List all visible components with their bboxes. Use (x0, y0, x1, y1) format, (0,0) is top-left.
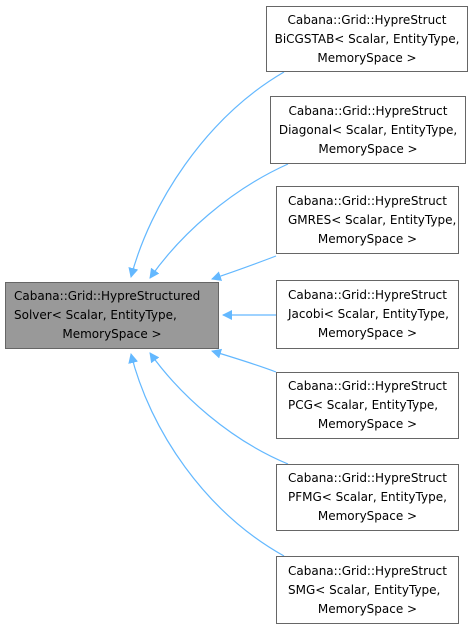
derived-class-line-2: PFMG< Scalar, EntityType, (288, 490, 447, 504)
derived-class-line-2: Jacobi< Scalar, EntityType, (288, 307, 449, 321)
edge-gmres (211, 255, 277, 281)
derived-class-line-2: BiCGSTAB< Scalar, EntityType, (274, 31, 460, 46)
base-class-line-2: Solver< Scalar, EntityType, (14, 308, 177, 322)
base-class-node[interactable]: Cabana::Grid::HypreStructured Solver< Sc… (5, 282, 219, 349)
derived-class-node-bicgstab[interactable]: Cabana::Grid::HypreStruct BiCGSTAB< Scal… (266, 6, 468, 72)
derived-class-node-pfmg[interactable]: Cabana::Grid::HypreStruct PFMG< Scalar, … (276, 464, 459, 531)
derived-class-line-2: Diagonal< Scalar, EntityType, (278, 122, 458, 137)
derived-class-line-1: Cabana::Grid::HypreStruct (288, 288, 447, 302)
edge-pcg (211, 348, 277, 373)
derived-class-node-jacobi[interactable]: Cabana::Grid::HypreStruct Jacobi< Scalar… (276, 280, 459, 349)
derived-class-line-1: Cabana::Grid::HypreStruct (288, 103, 448, 118)
base-class-line-1: Cabana::Grid::HypreStructured (14, 289, 201, 303)
edge-smg (128, 353, 285, 557)
derived-class-line-1: Cabana::Grid::HypreStruct (288, 193, 447, 208)
derived-class-node-smg[interactable]: Cabana::Grid::HypreStruct SMG< Scalar, E… (276, 556, 459, 624)
edge-diagonal (149, 163, 289, 279)
derived-class-line-3: MemorySpace > (317, 231, 418, 246)
derived-class-node-pcg[interactable]: Cabana::Grid::HypreStruct PCG< Scalar, E… (276, 372, 459, 439)
derived-class-line-3: MemorySpace > (317, 601, 418, 616)
derived-class-line-3: MemorySpace > (318, 141, 418, 156)
edge-bicgstab (128, 71, 285, 278)
derived-class-node-gmres[interactable]: Cabana::Grid::HypreStruct GMRES< Scalar,… (276, 186, 459, 254)
derived-class-line-3: MemorySpace > (317, 50, 417, 65)
edge-pfmg (149, 352, 289, 465)
derived-class-line-2: GMRES< Scalar, EntityType, (288, 212, 457, 227)
derived-class-line-3: MemorySpace > (317, 417, 418, 431)
derived-class-line-2: SMG< Scalar, EntityType, (288, 582, 441, 597)
derived-class-line-3: MemorySpace > (317, 326, 418, 340)
derived-class-line-1: Cabana::Grid::HypreStruct (287, 12, 447, 27)
derived-class-line-1: Cabana::Grid::HypreStruct (288, 379, 447, 393)
derived-class-line-1: Cabana::Grid::HypreStruct (288, 563, 447, 578)
derived-class-node-diagonal[interactable]: Cabana::Grid::HypreStruct Diagonal< Scal… (270, 96, 466, 164)
base-class-line-3: MemorySpace > (62, 327, 162, 341)
derived-class-line-2: PCG< Scalar, EntityType, (288, 398, 439, 412)
derived-class-line-3: MemorySpace > (317, 509, 418, 523)
derived-class-line-1: Cabana::Grid::HypreStruct (288, 471, 447, 485)
